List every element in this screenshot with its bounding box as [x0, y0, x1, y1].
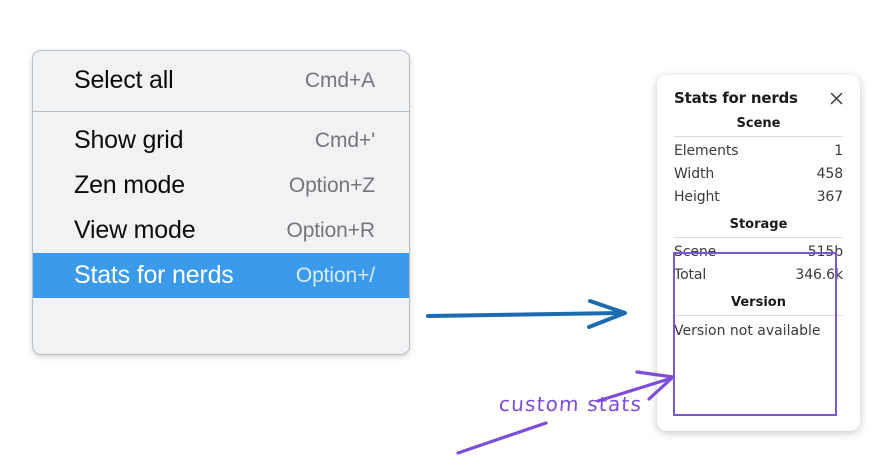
- menu-item-label: Select all: [74, 66, 174, 94]
- section-heading-scene: Scene: [736, 116, 781, 131]
- stats-panel-header: Stats for nerds: [657, 75, 860, 107]
- stat-row-height: Height 367: [674, 185, 843, 208]
- menu-item-zen-mode[interactable]: Zen mode Option+Z: [33, 163, 409, 208]
- menu-item-shortcut: Cmd+A: [304, 68, 375, 92]
- section-divider: [674, 237, 843, 238]
- menu-item-select-all[interactable]: Select all Cmd+A: [33, 58, 409, 103]
- stats-panel-title: Stats for nerds: [674, 89, 798, 107]
- stats-for-nerds-panel: Stats for nerds Scene Elements 1 Width 4…: [657, 75, 860, 431]
- custom-stats-annotation-label: custom stats: [498, 392, 644, 416]
- stat-key: Height: [674, 189, 720, 205]
- stat-key: Total: [674, 267, 707, 283]
- stat-value: 346.6k: [795, 267, 843, 283]
- stat-key: Width: [674, 166, 715, 182]
- stats-panel-body: Scene Elements 1 Width 458 Height 367 St…: [657, 107, 860, 343]
- close-icon[interactable]: [827, 89, 845, 107]
- context-menu[interactable]: Select all Cmd+A Show grid Cmd+' Zen mod…: [32, 50, 410, 355]
- section-heading-storage: Storage: [729, 217, 788, 232]
- version-text: Version not available: [674, 323, 821, 339]
- stat-value: 515b: [807, 244, 843, 260]
- menu-item-view-mode[interactable]: View mode Option+R: [33, 208, 409, 253]
- menu-item-show-grid[interactable]: Show grid Cmd+': [33, 118, 409, 163]
- menu-item-shortcut: Option+Z: [288, 173, 375, 197]
- menu-item-shortcut: Cmd+': [314, 128, 375, 152]
- blue-arrow-annotation: [426, 299, 627, 329]
- menu-group-2: Show grid Cmd+' Zen mode Option+Z View m…: [33, 112, 409, 304]
- menu-item-label: Stats for nerds: [74, 261, 234, 289]
- stat-row-width: Width 458: [674, 162, 843, 185]
- section-heading-version: Version: [731, 295, 786, 310]
- stat-value: 1: [834, 143, 843, 159]
- menu-item-label: View mode: [74, 216, 196, 244]
- section-divider: [674, 315, 843, 316]
- menu-separator: [33, 111, 409, 112]
- menu-item-shortcut: Option+/: [295, 263, 375, 287]
- stat-value: 367: [816, 189, 844, 205]
- section-divider: [674, 136, 843, 137]
- menu-item-label: Show grid: [74, 126, 184, 154]
- stat-key: Elements: [674, 143, 739, 159]
- menu-group-1: Select all Cmd+A: [33, 51, 409, 111]
- stat-row-storage-scene: Scene 515b: [674, 240, 843, 263]
- purple-underline-stroke: [456, 421, 548, 455]
- stat-row-storage-total: Total 346.6k: [674, 263, 843, 286]
- menu-item-shortcut: Option+R: [286, 218, 375, 242]
- stat-value: 458: [816, 166, 844, 182]
- menu-item-label: Zen mode: [74, 171, 185, 199]
- stat-key: Scene: [674, 244, 717, 260]
- stat-row-elements: Elements 1: [674, 139, 843, 162]
- menu-item-stats-for-nerds[interactable]: Stats for nerds Option+/: [33, 253, 409, 298]
